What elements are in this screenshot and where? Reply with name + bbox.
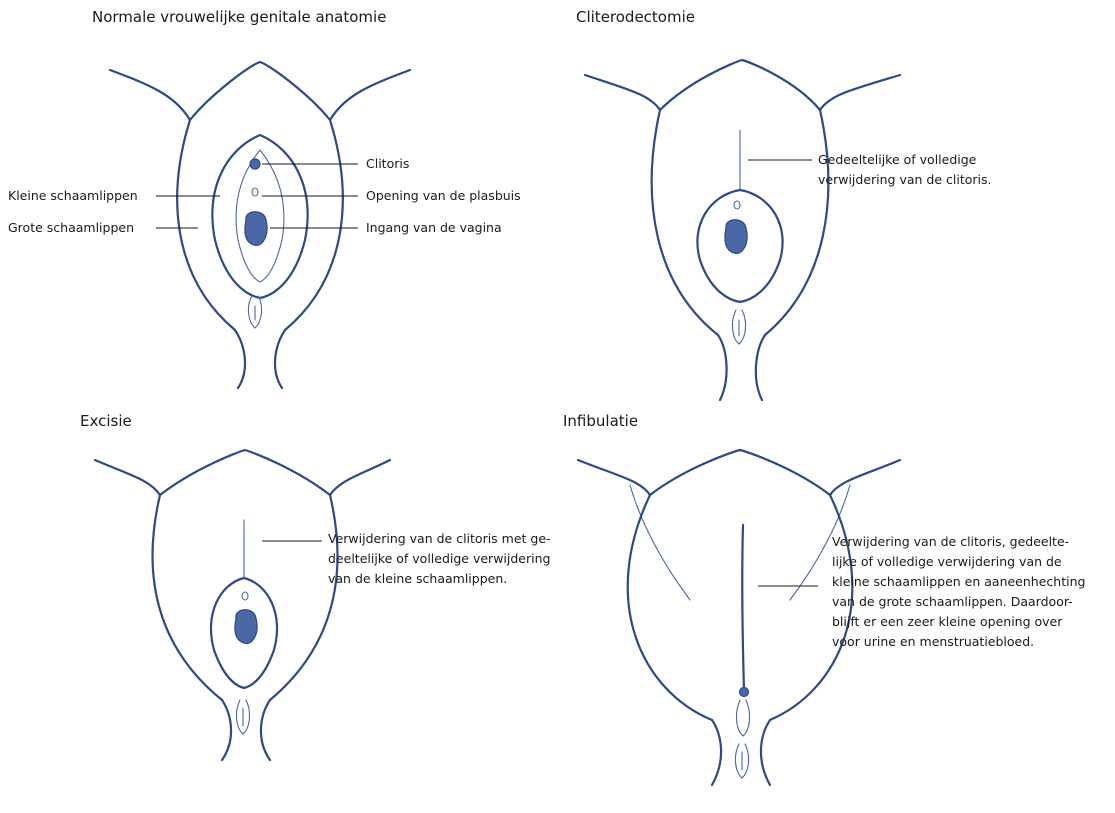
desc-line: blijft er een zeer kleine opening over — [832, 612, 1085, 632]
desc-line: lijke of volledige verwijdering van de — [832, 552, 1085, 572]
desc-line: Verwijdering van de clitoris, gedeelte- — [832, 532, 1085, 552]
desc-line: van de grote schaamlippen. Daardoor- — [832, 592, 1085, 612]
desc-line: kleine schaamlippen en aaneenhechting — [832, 572, 1085, 592]
desc-infibulatie: Verwijdering van de clitoris, gedeelte- … — [832, 532, 1085, 652]
desc-line: voor urine en menstruatiebloed. — [832, 632, 1085, 652]
